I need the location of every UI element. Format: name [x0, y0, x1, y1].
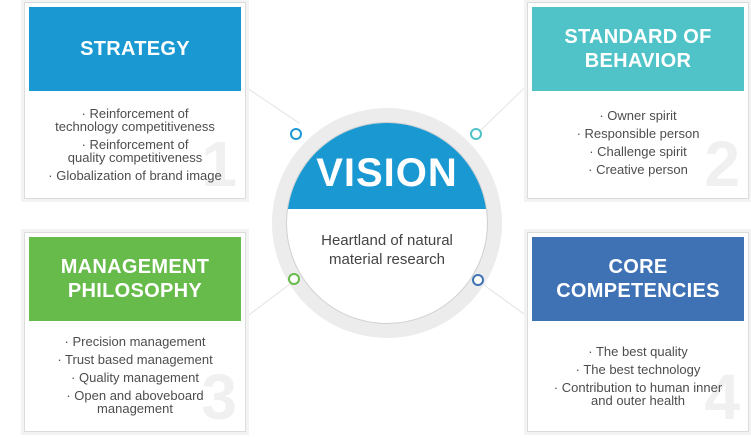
standard-card: STANDARD OF BEHAVIOR 2 Owner spirit Resp… [527, 2, 749, 199]
connector-dot-management [288, 273, 300, 285]
connector-dot-core [472, 274, 484, 286]
strategy-item: Reinforcement of quality competitiveness [31, 138, 239, 164]
connector-line-management [244, 279, 296, 319]
vision-text: Heartland of natural material research [321, 232, 453, 268]
core-item: Contribution to human inner and outer he… [534, 381, 742, 407]
vision-title: VISION [316, 151, 458, 195]
core-card: CORE COMPETENCIES 4 The best quality The… [527, 232, 749, 432]
connector-dot-standard [470, 128, 482, 140]
core-list: The best quality The best technology Con… [534, 345, 742, 412]
connector-dot-strategy [290, 128, 302, 140]
core-header: CORE COMPETENCIES [532, 237, 744, 321]
management-item: Precision management [31, 335, 239, 348]
strategy-list: Reinforcement of technology competitiven… [31, 107, 239, 187]
standard-item: Owner spirit [534, 109, 742, 122]
standard-item: Creative person [534, 163, 742, 176]
management-item: Open and aboveboard management [31, 389, 239, 415]
strategy-header: STRATEGY [29, 7, 241, 91]
management-card: MANAGEMENT PHILOSOPHY 3 Precision manage… [24, 232, 246, 432]
standard-item: Responsible person [534, 127, 742, 140]
vision-top: VISION [287, 123, 487, 209]
standard-header: STANDARD OF BEHAVIOR [532, 7, 744, 91]
core-item: The best technology [534, 363, 742, 376]
standard-list: Owner spirit Responsible person Challeng… [534, 109, 742, 181]
management-item: Trust based management [31, 353, 239, 366]
standard-item: Challenge spirit [534, 145, 742, 158]
strategy-item: Reinforcement of technology competitiven… [31, 107, 239, 133]
management-header: MANAGEMENT PHILOSOPHY [29, 237, 241, 321]
management-list: Precision management Trust based managem… [31, 335, 239, 420]
core-item: The best quality [534, 345, 742, 358]
connector-line-strategy [244, 86, 300, 124]
management-item: Quality management [31, 371, 239, 384]
vision-circle: VISION Heartland of natural material res… [286, 122, 488, 324]
strategy-card: STRATEGY 1 Reinforcement of technology c… [24, 2, 246, 199]
strategy-item: Globalization of brand image [31, 169, 239, 182]
